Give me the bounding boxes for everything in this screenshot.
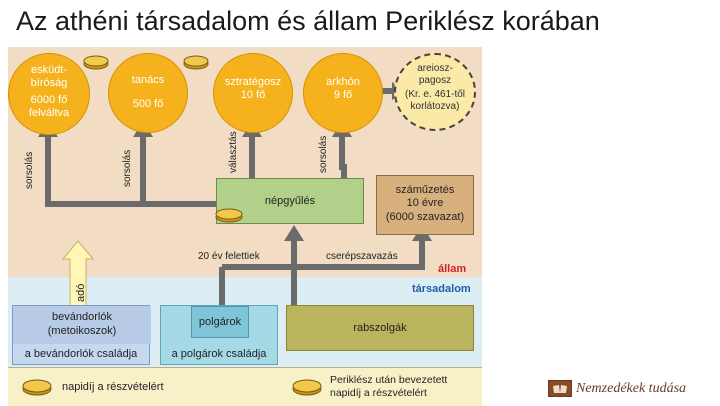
legend-panel [8,367,482,406]
areiosz-pagosz-circle: areiosz- pagosz (Kr. e. 461-től korlátoz… [394,53,476,131]
athens-diagram: esküdt- bíróság 6000 fő felváltva tanács… [8,47,482,406]
arkhon-line2: 9 fő [333,89,353,101]
nepgyules-label: népgyűlés [264,195,316,207]
eskudt-line4: felváltva [28,107,70,119]
eskudtbirosag-circle: esküdt- bíróság 6000 fő felváltva [8,53,90,135]
arrowhead-citizens [284,225,304,241]
polgarok-family-box: polgárok a polgárok családja [160,305,278,365]
label-cserepszavazas: cserépszavazás [326,251,398,262]
rabszolgak-box: rabszolgák [286,305,474,351]
label-ado: adó [75,283,87,302]
legend-item-1: napidíj a részvételért [62,381,164,393]
areiosz-line2: pagosz [418,75,452,86]
nepgyules-coin-icon [215,208,243,223]
legend-item-2-line2: napidíj a részvételért [330,387,427,399]
bevandorlok-family-label: a bevándorlók családja [24,348,138,360]
areiosz-line3: (Kr. e. 461-től [404,89,466,100]
arrow-to-tanacs [140,135,216,207]
szamuzetes-box: száműzetés 10 évre (6000 szavazat) [376,175,474,235]
eskudt-line2: bíróság [30,77,68,89]
polgarok-family-label: a polgárok családja [171,348,267,360]
polgarok-label: polgárok [198,316,242,328]
label-sorsolas-2: sorsolás [122,149,133,187]
eskudt-line3: 6000 fő [30,94,68,106]
tanacs-coin-icon [183,55,209,70]
bevandorlok-box: bevándorlók (metoikoszok) [13,306,151,344]
publisher-name: Nemzedékek tudása [576,380,687,396]
eskudt-line1: esküdt- [30,64,68,76]
bevandorlok-family-box: bevándorlók (metoikoszok) a bevándorlók … [12,305,151,365]
bevandorlok-line1: bevándorlók [52,311,112,323]
szamuzetes-line3: (6000 szavazat) [385,211,465,223]
label-valasztas: választás [228,131,239,173]
sztrategosz-line2: 10 fő [240,89,266,101]
arrow-to-arkhon [339,135,347,178]
szamuzetes-line1: száműzetés [395,184,455,196]
label-20-ev-felettiek: 20 év felettiek [198,251,260,262]
polgarok-box: polgárok [191,306,249,338]
legend-coin-icon-1 [22,379,52,396]
areiosz-line1: areiosz- [417,63,453,74]
arkhon-circle: arkhón 9 fő [303,53,383,133]
legend-item-2-line1: Periklész után bevezetett [330,374,448,386]
sztrategosz-circle: sztratégosz 10 fő [213,53,293,133]
label-sorsolas-3: sorsolás [318,135,329,173]
label-allam: állam [438,263,467,275]
tanacs-circle: tanács 500 fő [108,53,188,133]
label-tarsadalom: társadalom [412,283,471,295]
label-sorsolas-1: sorsolás [24,151,35,189]
szamuzetes-line2: 10 évre [406,197,444,209]
ado-arrow [61,240,95,310]
legend-coin-icon-2 [292,379,322,396]
arkhon-line1: arkhón [326,76,360,88]
sztrategosz-line1: sztratégosz [224,76,282,88]
rabszolgak-label: rabszolgák [353,322,407,334]
page-title: Az athéni társadalom és állam Periklész … [16,6,600,36]
arrow-cserep [294,237,425,270]
areiosz-line4: korlátozva) [410,101,460,112]
tanacs-line2: 500 fő [132,98,164,110]
tanacs-line1: tanács [131,74,165,86]
publisher-book-icon [548,380,572,397]
bevandorlok-line2: (metoikoszok) [47,325,117,337]
eskudt-coin-icon [83,55,109,70]
publisher-logo: Nemzedékek tudása [548,380,686,397]
